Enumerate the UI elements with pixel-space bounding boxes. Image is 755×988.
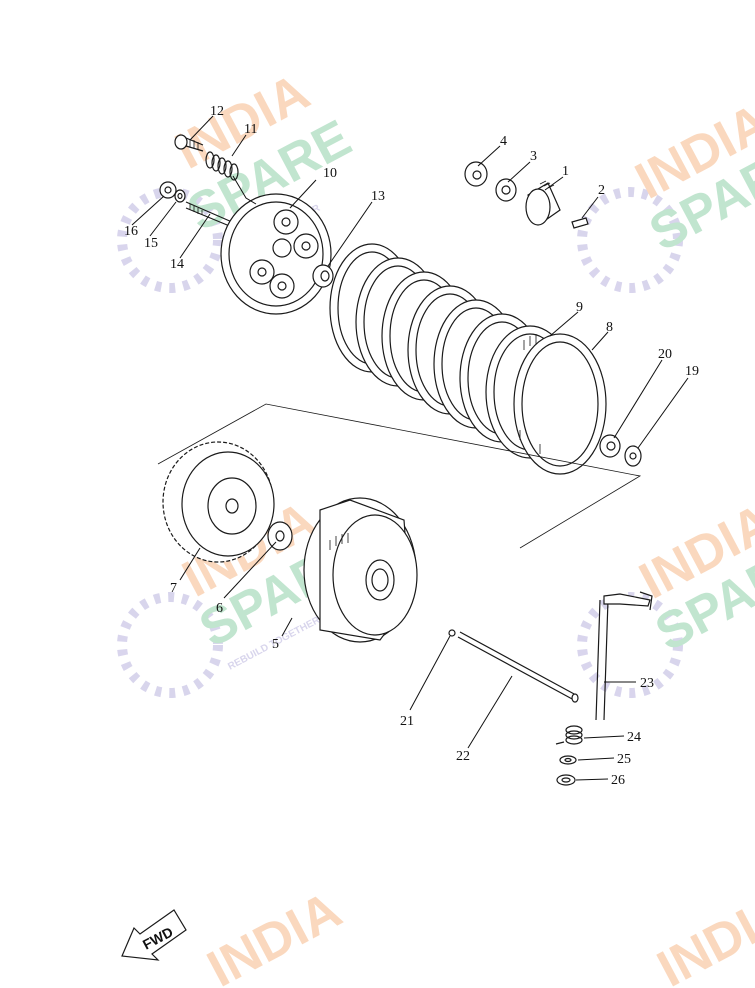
callout-25: 25 bbox=[617, 752, 631, 767]
fwd-arrow-icon: FWD bbox=[121, 909, 187, 961]
assembly-outline bbox=[157, 403, 642, 549]
callout-5: 5 bbox=[272, 637, 279, 652]
callout-24: 24 bbox=[627, 730, 641, 745]
part-25-washer bbox=[559, 755, 577, 765]
watermark-bottom: INDIA INDIA bbox=[198, 881, 755, 988]
part-13-bearing bbox=[312, 264, 334, 288]
callout-7: 7 bbox=[170, 581, 177, 596]
leader-lines bbox=[131, 115, 689, 781]
part-11-spring bbox=[205, 151, 239, 181]
part-21-ball bbox=[448, 629, 456, 637]
callout-20: 20 bbox=[658, 347, 672, 362]
part-26-seal bbox=[556, 774, 576, 786]
part-8-9-clutch-plates bbox=[329, 243, 607, 475]
callout-14: 14 bbox=[170, 257, 184, 272]
part-7-primary-gear bbox=[162, 441, 275, 563]
callout-10: 10 bbox=[323, 166, 337, 181]
part-10-pressure-plate bbox=[220, 193, 332, 315]
callout-9: 9 bbox=[576, 300, 583, 315]
callout-8: 8 bbox=[606, 320, 613, 335]
callout-2: 2 bbox=[598, 183, 605, 198]
part-4-nut bbox=[464, 161, 488, 187]
callout-22: 22 bbox=[456, 749, 470, 764]
part-15-washer bbox=[174, 189, 186, 203]
callout-13: 13 bbox=[371, 189, 385, 204]
part-23-push-lever-shaft bbox=[595, 591, 653, 721]
callout-15: 15 bbox=[144, 236, 158, 251]
callout-26: 26 bbox=[611, 773, 625, 788]
callout-11: 11 bbox=[244, 122, 257, 137]
callout-3: 3 bbox=[530, 149, 537, 164]
part-16-nut bbox=[159, 181, 177, 199]
callout-labels: 12 11 10 13 4 3 1 2 16 15 14 9 8 20 19 7… bbox=[124, 104, 699, 788]
part-24-spring bbox=[555, 725, 583, 745]
svg-text:INDIA: INDIA bbox=[198, 881, 350, 988]
part-3-washer bbox=[495, 178, 517, 202]
part-6-plate bbox=[267, 521, 293, 551]
callout-6: 6 bbox=[216, 601, 223, 616]
callout-16: 16 bbox=[124, 224, 138, 239]
watermark-top-right: INDIA SPARE bbox=[577, 93, 755, 293]
callout-19: 19 bbox=[685, 364, 699, 379]
callout-12: 12 bbox=[210, 104, 224, 119]
part-12-bolt bbox=[174, 134, 204, 152]
callout-23: 23 bbox=[640, 676, 654, 691]
callout-4: 4 bbox=[500, 134, 507, 149]
svg-text:INDIA: INDIA bbox=[648, 881, 755, 988]
part-1-collar bbox=[525, 180, 561, 226]
part-22-push-rod bbox=[457, 631, 579, 703]
part-5-clutch-housing bbox=[303, 497, 418, 643]
part-19-lock-washer bbox=[624, 445, 642, 467]
part-20-nut bbox=[599, 434, 621, 458]
part-2-pin bbox=[571, 217, 589, 229]
watermark-mid-right: INDIA SPARE bbox=[577, 493, 755, 698]
callout-21: 21 bbox=[400, 714, 414, 729]
callout-1: 1 bbox=[562, 164, 569, 179]
